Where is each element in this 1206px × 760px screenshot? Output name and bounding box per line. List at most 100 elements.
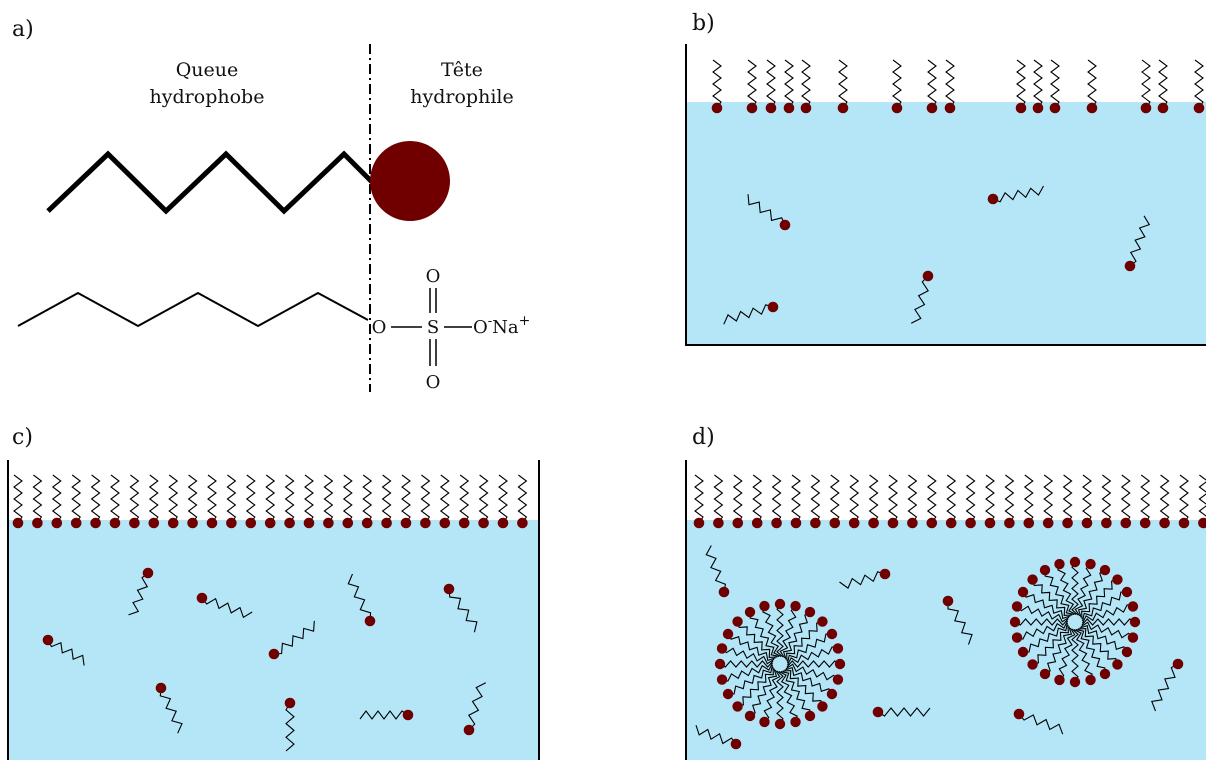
surface-molecule — [891, 59, 903, 114]
surfactant-molecule — [872, 706, 931, 718]
micelle-molecule — [1054, 558, 1077, 615]
molecule-tail — [245, 474, 256, 524]
panel-c: c) — [7, 425, 540, 760]
molecule-head — [1172, 658, 1184, 670]
molecule-tail — [401, 474, 411, 524]
molecule-tail — [32, 474, 43, 524]
molecule-head — [1009, 616, 1021, 628]
molecule-tail — [201, 597, 253, 619]
molecule-head — [837, 102, 849, 114]
molecule-tail — [1079, 624, 1128, 653]
molecule-head — [945, 517, 957, 529]
surface-molecule — [887, 474, 899, 529]
molecule-tail — [694, 474, 704, 524]
micelle-molecule — [714, 658, 774, 670]
micelle-molecule — [1054, 627, 1076, 686]
molecule-head — [774, 718, 786, 730]
molecule-tail — [1101, 474, 1112, 524]
molecule-tail — [787, 633, 833, 664]
surface-molecule — [1198, 474, 1206, 529]
surfactant-molecule — [987, 185, 1044, 205]
molecule-tail — [1077, 628, 1118, 665]
surface-molecule — [713, 474, 724, 529]
micelle-molecule — [784, 666, 838, 700]
micelle-molecule — [744, 606, 780, 657]
surface-molecule — [1004, 474, 1015, 529]
molecule-head — [987, 193, 999, 205]
molecule-tail — [1022, 622, 1068, 653]
molecule-tail — [927, 59, 937, 109]
molecule-tail — [723, 304, 774, 325]
sulfate-group: O S O O O-Na+ — [372, 266, 531, 393]
micelle-molecule — [782, 670, 828, 712]
molecule-tail — [459, 474, 470, 524]
molecule-tail — [273, 620, 315, 655]
molecule-tail — [1043, 474, 1054, 524]
micelle-molecule — [1077, 564, 1111, 618]
micelle-molecule — [1077, 628, 1123, 670]
molecule-tail — [1022, 591, 1071, 620]
molecule-head — [1017, 586, 1029, 598]
surface-molecule — [167, 474, 179, 529]
micelle-molecule — [779, 600, 801, 659]
molecule-head — [774, 598, 786, 610]
molecule-head — [1039, 668, 1051, 680]
molecule-tail — [1044, 569, 1075, 615]
molecule-tail — [737, 666, 774, 707]
surface-molecule — [1140, 59, 1152, 114]
micelle-molecule — [1017, 586, 1071, 620]
molecule-head — [732, 517, 744, 529]
micelle-molecule — [732, 666, 774, 712]
surfactant-molecule — [443, 583, 478, 633]
molecule-head — [944, 102, 956, 114]
micelle-molecule — [1075, 629, 1111, 680]
molecule-tail — [342, 474, 353, 524]
molecule-head — [142, 567, 154, 579]
molecule-tail — [780, 671, 811, 717]
molecule-tail — [1080, 621, 1134, 639]
molecule-head — [722, 688, 734, 700]
molecule-head — [1085, 558, 1096, 570]
molecule-head — [1121, 586, 1133, 598]
molecule-head — [926, 517, 938, 529]
molecule-tail — [517, 474, 528, 524]
surface-molecule — [148, 474, 160, 529]
micelle-molecule — [787, 628, 838, 664]
molecule-tail — [159, 687, 183, 734]
surface-molecule — [944, 59, 956, 114]
molecule-tail — [868, 474, 879, 524]
molecule-tail — [1057, 563, 1077, 615]
molecule-tail — [892, 59, 902, 109]
surfactant-molecule — [42, 634, 85, 666]
surfactant-molecule — [695, 725, 742, 750]
molecule-tail — [721, 662, 773, 682]
molecule-head — [1039, 564, 1051, 576]
molecule-head — [1011, 632, 1023, 643]
molecule-head — [826, 628, 838, 640]
molecule-tail — [778, 671, 798, 723]
molecule-tail — [1033, 59, 1043, 109]
molecule-head — [1069, 676, 1081, 688]
molecule-tail — [779, 605, 797, 659]
molecule-tail — [786, 660, 841, 668]
molecule-head — [716, 643, 728, 654]
molecule-head — [148, 517, 160, 529]
molecule-tail — [721, 647, 775, 665]
micelle-molecule — [1027, 574, 1073, 616]
surface-molecule — [1178, 474, 1190, 529]
panel-a: a) Queue hydrophobe Tête hydrophile O S … — [12, 17, 530, 393]
surfactant-molecule — [196, 592, 253, 619]
molecule-head — [196, 592, 208, 604]
molecule-tail — [776, 603, 784, 658]
surface-molecule — [765, 59, 777, 114]
molecule-tail — [1023, 474, 1034, 524]
surface-molecule — [926, 59, 938, 114]
micelle-molecule — [722, 628, 776, 662]
molecule-head — [268, 648, 280, 660]
molecule-tail — [747, 59, 757, 109]
molecule-head — [1121, 646, 1133, 658]
molecule-head — [759, 716, 770, 728]
surface-molecule — [517, 474, 528, 529]
tail-caption-line1: Queue — [176, 59, 239, 81]
